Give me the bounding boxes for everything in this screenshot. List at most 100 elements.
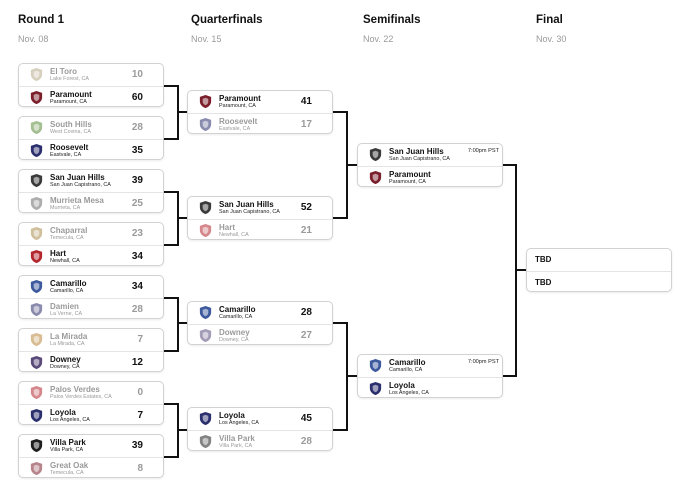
palos-verdes-logo-icon xyxy=(29,385,44,400)
team-row: Great Oak Temecula, CA 8 xyxy=(19,457,163,477)
murrieta-mesa-logo-icon xyxy=(29,196,44,211)
team-row: Paramount Paramount, CA 41 xyxy=(188,91,332,112)
team-score: 25 xyxy=(131,198,143,209)
match-card-r1-5[interactable]: Camarillo Camarillo, CA 34 Damien La Ver… xyxy=(18,275,164,319)
team-name: Loyola xyxy=(389,381,415,390)
match-card-sf-1[interactable]: San Juan Hills San Juan Capistrano, CA 7… xyxy=(357,143,503,187)
el-toro-logo-icon xyxy=(29,67,44,82)
bracket-connector xyxy=(164,138,178,140)
team-name: Roosevelt xyxy=(50,143,89,152)
round-title: Round 1 xyxy=(18,14,64,26)
team-location: Los Angeles, CA xyxy=(389,390,429,396)
loyola-logo-icon xyxy=(368,381,383,396)
team-row: San Juan Hills San Juan Capistrano, CA 5… xyxy=(188,197,332,218)
chaparral-logo-icon xyxy=(29,226,44,241)
bracket-connector xyxy=(503,164,516,166)
bracket-connector xyxy=(164,350,178,352)
round-date: Nov. 22 xyxy=(363,34,394,44)
team-score: 12 xyxy=(131,357,143,368)
team-location: Los Angeles, CA xyxy=(50,417,90,423)
team-location: Downey, CA xyxy=(219,337,249,343)
team-row: Paramount Paramount, CA xyxy=(358,166,502,186)
bracket-connector xyxy=(177,429,187,431)
team-row: San Juan Hills San Juan Capistrano, CA 3… xyxy=(19,170,163,191)
team-name: Paramount xyxy=(219,94,261,103)
match-card-final[interactable]: TBD TBD xyxy=(526,248,672,292)
bracket-connector xyxy=(177,217,187,219)
bracket-connector xyxy=(164,403,178,405)
round-header-quarterfinals: Quarterfinals Nov. 15 xyxy=(191,14,263,44)
team-location: Downey, CA xyxy=(50,364,80,370)
round-title: Final xyxy=(536,14,563,26)
match-card-r1-8[interactable]: Villa Park Villa Park, CA 39 Great Oak T… xyxy=(18,434,164,478)
team-row: El Toro Lake Forest, CA 10 xyxy=(19,64,163,85)
team-name: Great Oak xyxy=(50,461,89,470)
team-score: 21 xyxy=(300,225,312,236)
team-row: Chaparral Temecula, CA 23 xyxy=(19,223,163,244)
team-location: Los Angeles, CA xyxy=(219,420,259,426)
bracket-connector xyxy=(164,244,178,246)
team-location: Eastvale, CA xyxy=(50,152,82,158)
team-name: Roosevelt xyxy=(219,117,258,126)
round-header-semifinals: Semifinals Nov. 22 xyxy=(363,14,421,44)
team-score: 27 xyxy=(300,330,312,341)
san-juan-hills-logo-icon xyxy=(368,147,383,162)
team-name: Camarillo xyxy=(389,358,426,367)
team-score: 60 xyxy=(131,92,143,103)
team-name: TBD xyxy=(535,255,552,264)
match-card-r1-1[interactable]: El Toro Lake Forest, CA 10 Paramount Par… xyxy=(18,63,164,107)
team-row: Murrieta Mesa Murrieta, CA 25 xyxy=(19,192,163,212)
team-location: Lake Forest, CA xyxy=(50,76,89,82)
san-juan-hills-logo-icon xyxy=(29,173,44,188)
match-card-r1-3[interactable]: San Juan Hills San Juan Capistrano, CA 3… xyxy=(18,169,164,213)
team-name: Hart xyxy=(219,223,236,232)
team-score: 23 xyxy=(131,228,143,239)
hart-logo-icon xyxy=(29,249,44,264)
match-card-r1-4[interactable]: Chaparral Temecula, CA 23 Hart Newhall, … xyxy=(18,222,164,266)
roosevelt-logo-icon xyxy=(198,117,213,132)
round-date: Nov. 08 xyxy=(18,34,49,44)
team-location: Palos Verdes Estates, CA xyxy=(50,394,112,400)
match-card-sf-2[interactable]: Camarillo Camarillo, CA 7:00pm PST Loyol… xyxy=(357,354,503,398)
team-name: Loyola xyxy=(50,408,76,417)
match-card-r1-6[interactable]: La Mirada La Mirada, CA 7 Downey Downey,… xyxy=(18,328,164,372)
loyola-logo-icon xyxy=(198,411,213,426)
round-date: Nov. 15 xyxy=(191,34,222,44)
team-location: Camarillo, CA xyxy=(50,288,84,294)
bracket-connector xyxy=(177,111,187,113)
team-name: Downey xyxy=(50,355,81,364)
team-name: La Mirada xyxy=(50,332,88,341)
match-card-r1-2[interactable]: South Hills West Covina, CA 28 Roosevelt… xyxy=(18,116,164,160)
paramount-logo-icon xyxy=(198,94,213,109)
team-score: 34 xyxy=(131,281,143,292)
team-score: 7 xyxy=(137,410,143,421)
match-card-qf-3[interactable]: Camarillo Camarillo, CA 28 Downey Downey… xyxy=(187,301,333,345)
team-location: Temecula, CA xyxy=(50,470,84,476)
bracket-connector xyxy=(515,269,526,271)
match-card-qf-4[interactable]: Loyola Los Angeles, CA 45 Villa Park Vil… xyxy=(187,407,333,451)
game-time: 7:00pm PST xyxy=(467,148,499,154)
team-row: Downey Downey, CA 12 xyxy=(19,351,163,371)
team-location: Newhall, CA xyxy=(219,232,249,238)
match-card-qf-1[interactable]: Paramount Paramount, CA 41 Roosevelt Eas… xyxy=(187,90,333,134)
match-card-qf-2[interactable]: San Juan Hills San Juan Capistrano, CA 5… xyxy=(187,196,333,240)
roosevelt-logo-icon xyxy=(29,143,44,158)
team-score: 10 xyxy=(131,69,143,80)
team-row: Hart Newhall, CA 34 xyxy=(19,245,163,265)
team-location: Villa Park, CA xyxy=(50,447,84,453)
match-card-r1-7[interactable]: Palos Verdes Palos Verdes Estates, CA 0 … xyxy=(18,381,164,425)
bracket-connector xyxy=(333,111,347,113)
team-row: Downey Downey, CA 27 xyxy=(188,324,332,344)
villa-park-logo-icon xyxy=(198,434,213,449)
team-name: South Hills xyxy=(50,120,92,129)
team-score: 52 xyxy=(300,202,312,213)
team-score: 17 xyxy=(300,119,312,130)
hart-logo-icon xyxy=(198,223,213,238)
team-score: 41 xyxy=(300,96,312,107)
bracket-connector xyxy=(333,217,347,219)
round-title: Semifinals xyxy=(363,14,421,26)
team-location: Paramount, CA xyxy=(50,99,87,105)
team-score: 28 xyxy=(300,436,312,447)
team-score: 39 xyxy=(131,175,143,186)
la-mirada-logo-icon xyxy=(29,332,44,347)
